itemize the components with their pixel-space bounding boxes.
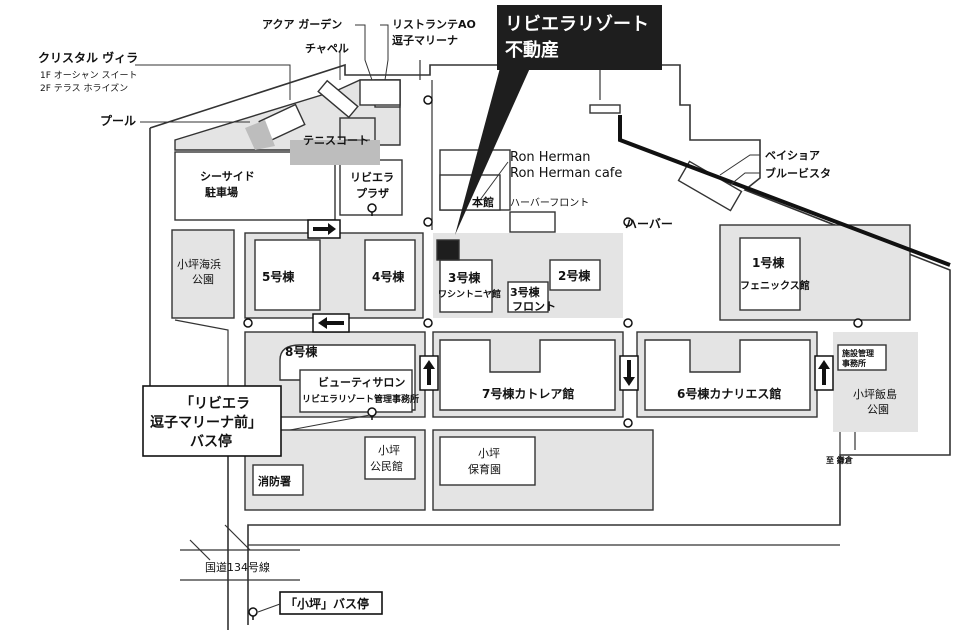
arrow-right-icon xyxy=(307,219,341,239)
bldg1-label: 1号棟 xyxy=(752,255,785,270)
kotsubo-bus-label: 「小坪」バス停 xyxy=(285,596,369,611)
pool-gray xyxy=(245,120,275,150)
title-line1: リビエラリゾート xyxy=(505,14,649,35)
harbor-label: ハーバー xyxy=(625,217,673,231)
ristorante-label-1: リストランテAO xyxy=(392,18,476,31)
riviera-plaza-2: プラザ xyxy=(356,186,389,200)
chapel-label: チャペル xyxy=(305,42,349,55)
leader-lines xyxy=(135,24,760,431)
route134-label: 国道134号線 xyxy=(205,560,270,574)
bldg2-label: 2号棟 xyxy=(558,268,591,283)
kotsubo-bus-callout xyxy=(279,591,383,615)
bldg3-front-2: フロント xyxy=(512,300,556,313)
road-markers xyxy=(243,95,863,428)
crystal-villa-1f: 1F オーシャン スイート xyxy=(40,70,137,81)
bayshore-label: ベイショア xyxy=(765,149,820,162)
labels: アクア ガーデン リストランテAO 逗子マリーナ チャペル クリスタル ヴィラ … xyxy=(38,17,897,574)
iijima-park-2: 公園 xyxy=(867,403,889,416)
ristorante-label-2: 逗子マリーナ xyxy=(392,33,458,47)
title-line2: 不動産 xyxy=(505,39,559,61)
arrow-left-icon xyxy=(312,313,350,333)
community-hall-2: 公民館 xyxy=(370,459,403,473)
bldg8-label: 8号棟 xyxy=(285,344,318,359)
marina-bus-callout xyxy=(142,385,282,457)
bldg5-label: 5号棟 xyxy=(262,269,295,284)
title-box xyxy=(497,5,662,70)
ron-herman-label: Ron Herman xyxy=(510,150,591,165)
iijima-park-1: 小坪飯島 xyxy=(853,387,897,401)
bldg3-front-1: 3号棟 xyxy=(510,285,541,299)
chapel-shape xyxy=(317,79,359,119)
bldg4-label: 4号棟 xyxy=(372,269,405,284)
blue-vista-label: ブルービスタ xyxy=(765,166,831,180)
buildings xyxy=(174,79,887,496)
bus-stop-icon xyxy=(248,203,377,620)
community-hall-1: 小坪 xyxy=(378,444,400,457)
aqua-garden-label: アクア ガーデン xyxy=(262,17,342,31)
beach-park-2: 公園 xyxy=(192,273,214,286)
seaside-parking-1: シーサイド xyxy=(200,170,255,183)
honkan-label: 本館 xyxy=(472,195,494,209)
title-pointer xyxy=(455,68,530,235)
nursery-1: 小坪 xyxy=(478,447,500,460)
bldg1-sub-label: フェニックス館 xyxy=(740,279,810,292)
arrow-up-icon xyxy=(814,355,834,391)
facility-mgmt-2: 事務所 xyxy=(842,358,866,368)
bldg3-sub-label: ワシントニヤ館 xyxy=(438,288,501,300)
bldg6-label: 6号棟カナリエス館 xyxy=(677,386,781,401)
seaside-parking-2: 駐車場 xyxy=(205,185,238,199)
riviera-plaza-1: リビエラ xyxy=(350,170,394,184)
mgmt-office-label: リビエラリゾート管理事務所 xyxy=(302,393,419,405)
bayshore-bldg xyxy=(677,160,743,212)
facility-mgmt-1: 施設管理 xyxy=(842,348,874,358)
nursery-2: 保育園 xyxy=(468,462,501,476)
arrow-up-icon xyxy=(419,355,439,391)
fire-station-label: 消防署 xyxy=(258,474,291,488)
tennis-court-label: テニスコート xyxy=(303,134,369,147)
arrows xyxy=(307,219,834,391)
crystal-villa-label: クリスタル ヴィラ xyxy=(38,50,138,65)
arrow-down-icon xyxy=(619,355,639,391)
tennis-court-shape xyxy=(290,140,380,165)
to-kamakura-label: 至 鎌倉 xyxy=(826,455,854,465)
marina-bus-line3: バス停 xyxy=(190,433,232,450)
beauty-salon-label: ビューティサロン xyxy=(318,375,405,389)
bldg3-label: 3号棟 xyxy=(448,270,481,285)
harbor-front-label: ハーバーフロント xyxy=(510,197,589,209)
marina-bus-line1: 「リビエラ xyxy=(180,395,250,412)
harbor-breakwater xyxy=(618,115,951,267)
bldg7-label: 7号棟カトレア館 xyxy=(482,386,574,401)
pool-label: プール xyxy=(100,113,136,128)
marina-bus-line2: 逗子マリーナ前」 xyxy=(150,414,262,431)
ron-herman-cafe-label: Ron Herman cafe xyxy=(510,166,622,181)
crystal-villa-2f: 2F テラス ホライズン xyxy=(40,82,128,94)
beach-park-1: 小坪海浜 xyxy=(177,257,221,271)
